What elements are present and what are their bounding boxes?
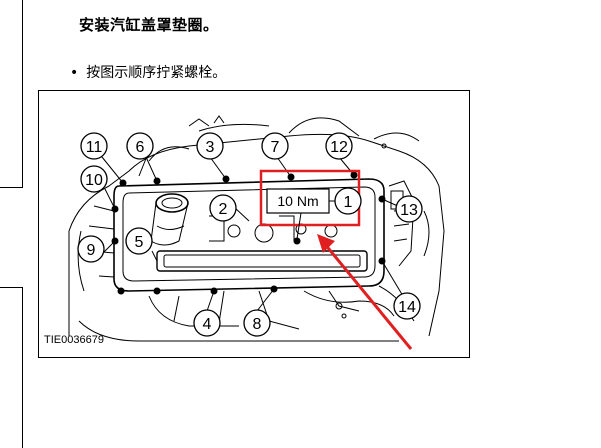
svg-text:13: 13 [400, 202, 418, 219]
callouts: 1 2 3 4 5 6 7 [77, 132, 423, 337]
callout-3: 3 [196, 132, 224, 160]
engine-linework [68, 115, 445, 342]
callout-13: 13 [395, 195, 423, 223]
callout-4: 4 [193, 309, 221, 337]
svg-text:10: 10 [85, 172, 103, 189]
callout-6: 6 [126, 132, 154, 160]
instruction-bullet: • 按图示顺序拧紧螺栓。 [70, 62, 226, 82]
callout-11: 11 [80, 132, 108, 160]
section-heading: 安装汽缸盖罩垫圈。 [79, 16, 219, 34]
callout-7: 7 [261, 132, 289, 160]
callout-10: 10 [80, 165, 108, 193]
svg-text:4: 4 [203, 316, 212, 333]
callout-8: 8 [243, 309, 271, 337]
callout-1: 1 [334, 187, 362, 215]
svg-text:3: 3 [206, 139, 215, 156]
svg-text:14: 14 [398, 299, 416, 316]
left-margin-bar-top [0, 0, 23, 188]
torque-label-box [266, 188, 330, 214]
engine-figure: 10 Nm 1 2 3 4 5 [38, 90, 470, 358]
callout-2: 2 [209, 194, 237, 222]
svg-text:5: 5 [135, 234, 144, 251]
torque-label: 10 Nm [277, 193, 318, 209]
svg-text:12: 12 [330, 139, 348, 156]
callout-14: 14 [393, 292, 421, 320]
left-margin-bar-bottom [0, 287, 23, 448]
callout-5: 5 [125, 227, 153, 255]
engine-illustration: 10 Nm 1 2 3 4 5 [68, 115, 445, 350]
callout-9: 9 [77, 235, 105, 263]
figure-code: TIE0036679 [44, 334, 104, 346]
svg-text:1: 1 [344, 194, 353, 211]
svg-text:11: 11 [86, 139, 103, 156]
svg-text:9: 9 [87, 242, 96, 259]
svg-text:8: 8 [253, 316, 262, 333]
svg-text:6: 6 [136, 139, 145, 156]
svg-text:7: 7 [271, 139, 280, 156]
svg-text:2: 2 [219, 201, 228, 218]
callout-12: 12 [325, 132, 353, 160]
instruction-text: 按图示顺序拧紧螺栓。 [86, 65, 227, 81]
bullet-icon: • [70, 65, 79, 81]
